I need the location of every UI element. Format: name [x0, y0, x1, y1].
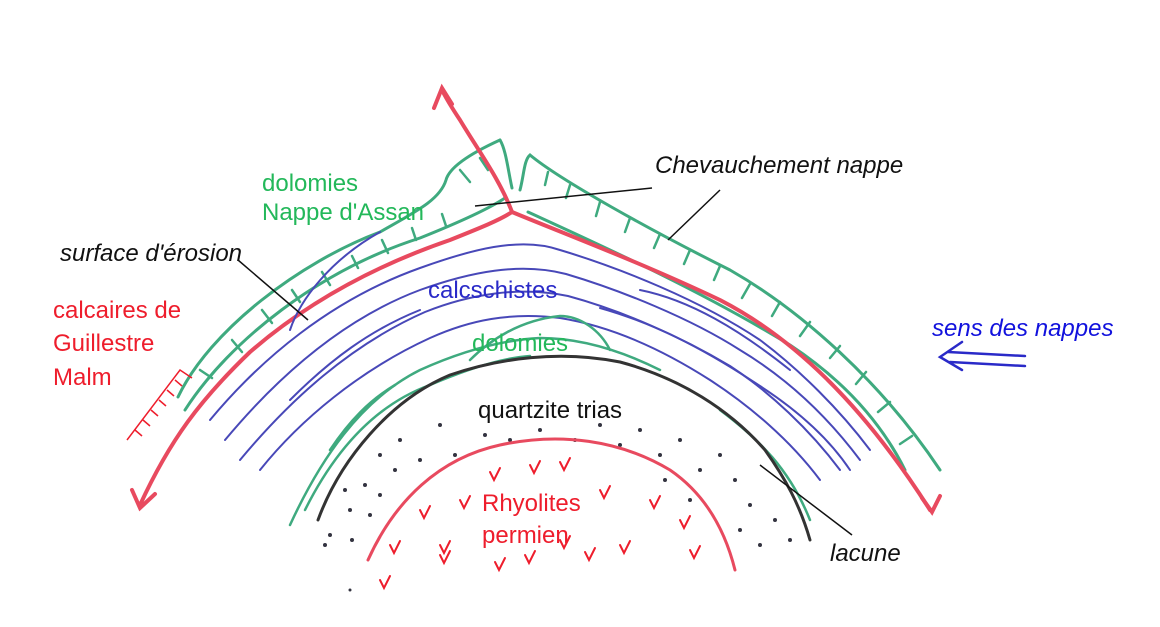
red-top-arrowhead: [432, 83, 454, 110]
green-outer-left-top: [498, 138, 514, 190]
label-sens-des-nappes: sens des nappes: [932, 315, 1114, 342]
dolomies-nappe-assan-layer: [176, 138, 942, 472]
lacune-leader: [759, 464, 853, 536]
label-nappe-assan: Nappe d'Assan: [262, 199, 425, 226]
leader-lines: [237, 187, 853, 536]
chevauchement-leader-2: [667, 189, 721, 241]
label-lacune: lacune: [830, 540, 901, 567]
green-outer-left-edge: [176, 138, 502, 399]
label-quartzite-trias: quartzite trias: [478, 397, 623, 424]
surface-erosion-leader: [237, 259, 309, 321]
red-right-arrowhead: [920, 494, 942, 516]
label-rhyolites: Rhyolites: [482, 490, 581, 517]
quartzite-upper-boundary: [316, 354, 812, 542]
green-hatches-left: [198, 156, 490, 380]
quartzite-dots: [323, 423, 792, 592]
green-inner-right-edge: [526, 210, 907, 472]
red-right-thrust: [510, 210, 932, 512]
rhyolites-boundary: [366, 437, 737, 572]
calcschistes-layer: [209, 231, 871, 481]
label-dolomies-inner: dolomies: [472, 330, 569, 357]
label-guillestre: Guillestre: [53, 330, 155, 357]
label-chevauchement-nappe: Chevauchement nappe: [655, 152, 904, 179]
chevauchement-leader-1: [474, 187, 653, 207]
red-left-arrowhead: [130, 488, 157, 512]
label-malm: Malm: [53, 364, 112, 391]
green-hatches-right: [543, 170, 914, 446]
label-calcschistes: calcschistes: [428, 277, 558, 304]
rhyolites-layer: [366, 437, 737, 572]
rhyolite-check-marks: [379, 457, 701, 591]
nappes-direction-arrow: [937, 340, 1027, 372]
quartzite-layer: [316, 354, 812, 542]
label-permien: permien: [482, 522, 569, 549]
green-inner-left-edge: [183, 196, 507, 412]
label-surface-erosion: surface d'érosion: [60, 240, 243, 267]
label-calcaires-de: calcaires de: [53, 297, 182, 324]
label-dolomies-top: dolomies: [262, 170, 359, 197]
thrust-surface: [130, 83, 942, 516]
red-left-thrust: [138, 210, 514, 507]
guillestre-hatch-marker: [126, 368, 193, 441]
